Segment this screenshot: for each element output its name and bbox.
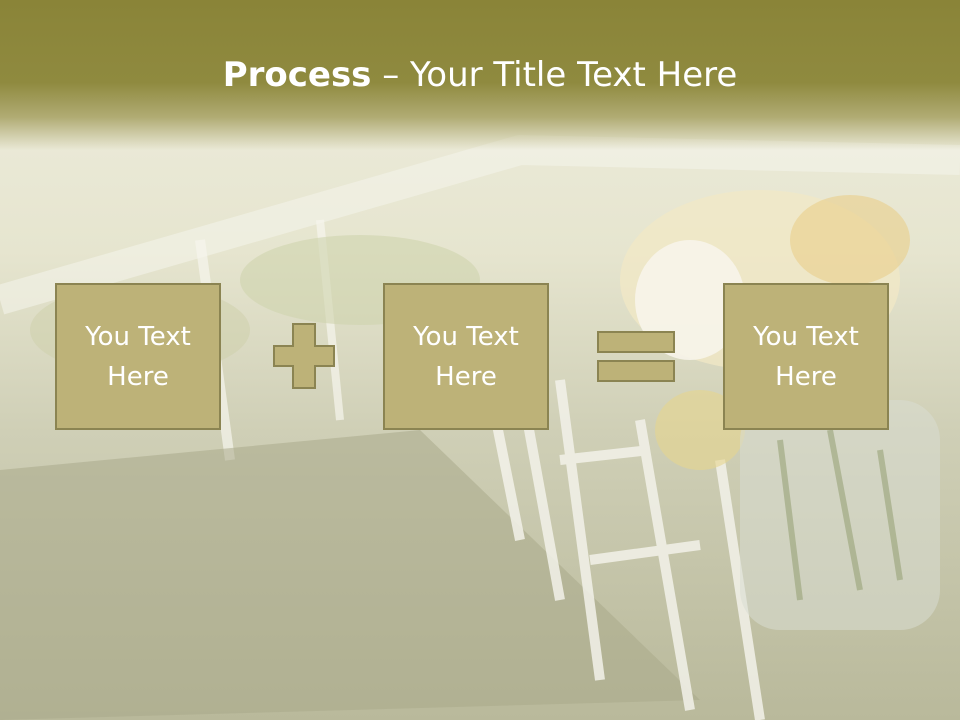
box-1-line-2: Here — [107, 361, 169, 392]
title-bold: Process — [222, 55, 372, 95]
box-2-line-1: You Text — [413, 321, 519, 352]
title-band — [0, 0, 960, 150]
plus-icon — [273, 323, 335, 389]
slide-title: Process – Your Title Text Here — [0, 52, 960, 98]
equals-icon — [597, 331, 675, 382]
process-box-3[interactable]: You Text Here — [723, 283, 889, 430]
title-rest: – Your Title Text Here — [371, 55, 738, 95]
box-3-line-1: You Text — [753, 321, 859, 352]
box-1-line-1: You Text — [85, 321, 191, 352]
box-3-line-2: Here — [775, 361, 837, 392]
box-2-line-2: Here — [435, 361, 497, 392]
process-box-2[interactable]: You Text Here — [383, 283, 549, 430]
process-box-1[interactable]: You Text Here — [55, 283, 221, 430]
